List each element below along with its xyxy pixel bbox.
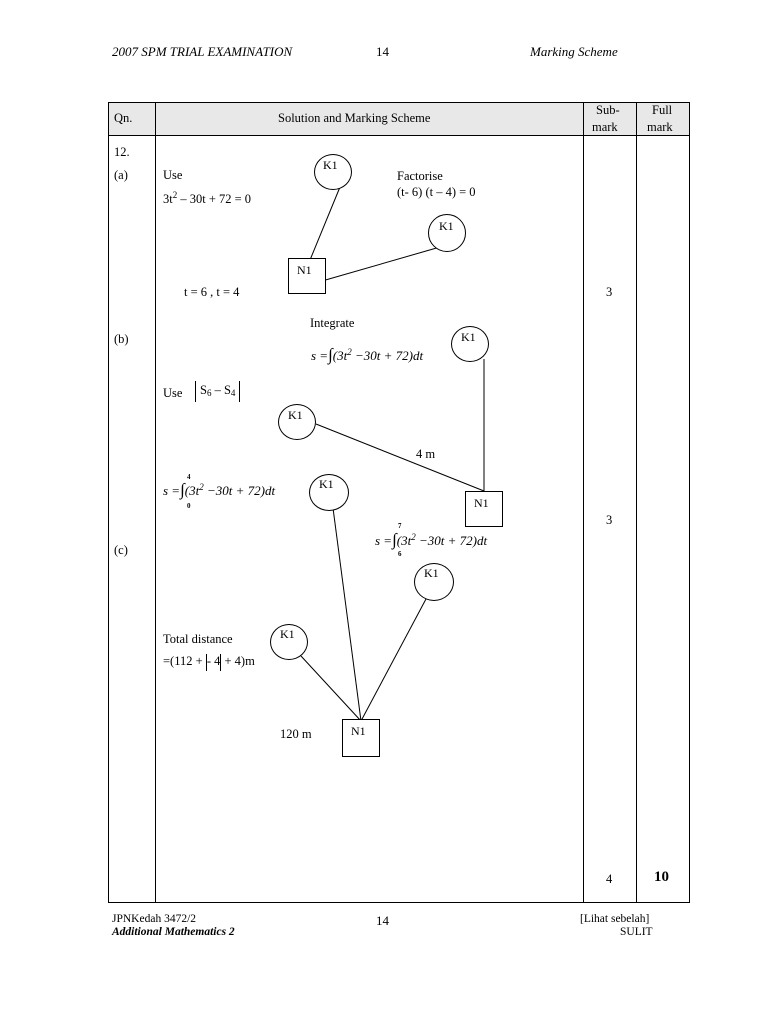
footer-page-number: 14 xyxy=(376,913,389,928)
part-a-use-label: Use xyxy=(163,168,183,182)
footer-turn-over: [Lihat sebelah] xyxy=(580,913,650,925)
k1-mark-circle: K1 xyxy=(309,474,349,511)
part-c-result: 120 m xyxy=(280,727,312,741)
part-a-factorise-label: Factorise xyxy=(397,169,443,183)
part-b-integral-expression: s =∫(3t2 −30t + 72)dt xyxy=(311,345,424,364)
part-b-label: (b) xyxy=(114,332,129,346)
part-b-distance-result: 4 m xyxy=(416,447,436,461)
k1-mark-circle: K1 xyxy=(270,624,308,660)
part-c-total-distance-expression: =(112 + - 4 + 4)m xyxy=(163,654,255,671)
integral-lower-limit: 0 xyxy=(187,502,191,510)
n1-mark-box: N1 xyxy=(465,491,503,527)
column-header-full-mark-line1: Full xyxy=(652,103,673,117)
part-b-use-label: Use xyxy=(163,386,183,400)
column-header-solution: Solution and Marking Scheme xyxy=(278,111,431,125)
part-a-equation: 3t2 – 30t + 72 = 0 xyxy=(163,190,252,206)
part-c-total-distance-label: Total distance xyxy=(163,632,233,646)
k1-mark-circle: K1 xyxy=(428,214,466,252)
part-a-label: (a) xyxy=(114,168,128,182)
part-c-label: (c) xyxy=(114,543,128,557)
n1-mark-box: N1 xyxy=(288,258,326,294)
column-header-sub-mark-line1: Sub- xyxy=(596,103,620,117)
question-number: 12. xyxy=(114,145,130,159)
column-header-question: Qn. xyxy=(114,111,133,125)
integral-upper-limit: 4 xyxy=(187,473,191,481)
footer-classification: SULIT xyxy=(620,926,653,938)
sub-mark-part-c: 4 xyxy=(606,872,613,886)
integral-upper-limit: 7 xyxy=(398,522,402,530)
column-header-sub-mark-line2: mark xyxy=(592,120,618,134)
part-b-absolute-expression: S6 – S4 xyxy=(195,381,241,402)
sub-mark-part-b: 3 xyxy=(606,513,613,527)
footer-subject: Additional Mathematics 2 xyxy=(112,926,235,938)
k1-mark-circle: K1 xyxy=(451,326,489,362)
part-c-second-integral: s =∫(3t2 −30t + 72)dt xyxy=(375,530,488,549)
header-title: 2007 SPM TRIAL EXAMINATION xyxy=(112,44,293,59)
header-page-number: 14 xyxy=(376,44,389,59)
part-b-integrate-label: Integrate xyxy=(310,316,355,330)
sub-mark-part-a: 3 xyxy=(606,285,613,299)
integral-lower-limit: 6 xyxy=(398,550,402,558)
k1-mark-circle: K1 xyxy=(278,404,316,440)
k1-mark-circle: K1 xyxy=(314,154,352,190)
header-marking-scheme: Marking Scheme xyxy=(530,44,618,59)
full-mark-total: 10 xyxy=(654,869,669,885)
n1-mark-box: N1 xyxy=(342,719,380,757)
part-a-factor-expression: (t- 6) (t – 4) = 0 xyxy=(397,185,476,199)
part-c-first-integral: s =∫(3t2 −30t + 72)dt xyxy=(163,480,276,499)
footer-code: JPNKedah 3472/2 xyxy=(112,913,197,925)
k1-mark-circle: K1 xyxy=(414,563,454,601)
part-a-result: t = 6 , t = 4 xyxy=(184,285,240,299)
column-header-full-mark-line2: mark xyxy=(647,120,673,134)
